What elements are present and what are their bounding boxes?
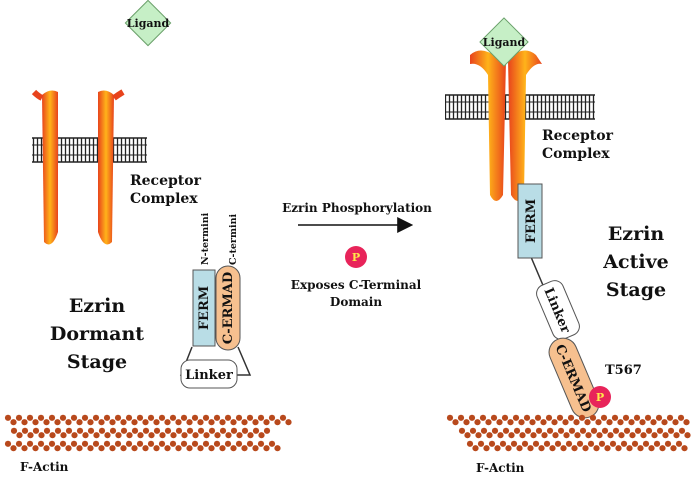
ferm-label-left: FERM [197, 286, 212, 330]
stage-right-2: Active [602, 251, 668, 273]
f-actin-left [4, 414, 292, 452]
actin-filament-1 [4, 414, 292, 426]
ligand-left: Ligand [124, 0, 172, 47]
receptor-right-label-2: Complex [542, 146, 610, 162]
cermad-domain-right: C-ERMAD [548, 337, 600, 419]
actin-filament-1 [446, 414, 690, 426]
exposes-line-2: Domain [330, 295, 382, 309]
linker-label-left: Linker [185, 368, 233, 383]
cermad-domain-left: C-ERMAD [215, 265, 241, 351]
phospho-badge-right: P [589, 386, 611, 408]
n-termini-label: N-termini [200, 212, 211, 265]
arrow-label: Ezrin Phosphorylation [282, 201, 432, 215]
phospho-middle-label: P [352, 251, 360, 264]
ligand-right-label: Ligand [483, 36, 526, 49]
ferm-domain-left: FERM [192, 269, 216, 347]
phospho-badge-middle: P [345, 246, 367, 268]
f-actin-right [446, 414, 691, 452]
stage-right-3: Stage [606, 279, 666, 301]
receptor-left-label-2: Complex [130, 191, 198, 207]
stage-left-3: Stage [67, 351, 127, 373]
factin-right-label: F-Actin [476, 461, 525, 475]
linker-left: Linker [180, 359, 238, 389]
receptor-right-b [508, 50, 542, 201]
t567-site-label: T567 [605, 363, 642, 378]
actin-filament-3 [4, 440, 281, 452]
linker-right: Linker [536, 280, 580, 340]
actin-filament-2 [458, 427, 691, 439]
receptor-right-a [470, 50, 506, 201]
actin-filament-2 [10, 427, 271, 439]
factin-left-label: F-Actin [20, 460, 69, 474]
c-termini-label: C-termini [228, 213, 239, 265]
stage-left-2: Dormant [50, 323, 144, 345]
cermad-label-left: C-ERMAD [221, 272, 236, 344]
exposes-line-1: Exposes C-Terminal [291, 278, 422, 292]
receptor-left-a [31, 89, 58, 245]
receptor-right-label-1: Receptor [542, 128, 614, 144]
phospho-right-label: P [596, 391, 604, 404]
ligand-right: Ligand [479, 17, 529, 67]
receptor-left-b [98, 89, 125, 245]
ligand-left-label: Ligand [127, 17, 170, 30]
stage-right-1: Ezrin [608, 223, 664, 245]
ferm-label-right: FERM [524, 199, 539, 243]
receptor-left-label-1: Receptor [130, 173, 202, 189]
ferm-domain-right: FERM [517, 183, 543, 259]
actin-filament-3 [466, 440, 688, 452]
stage-left-1: Ezrin [69, 295, 125, 317]
